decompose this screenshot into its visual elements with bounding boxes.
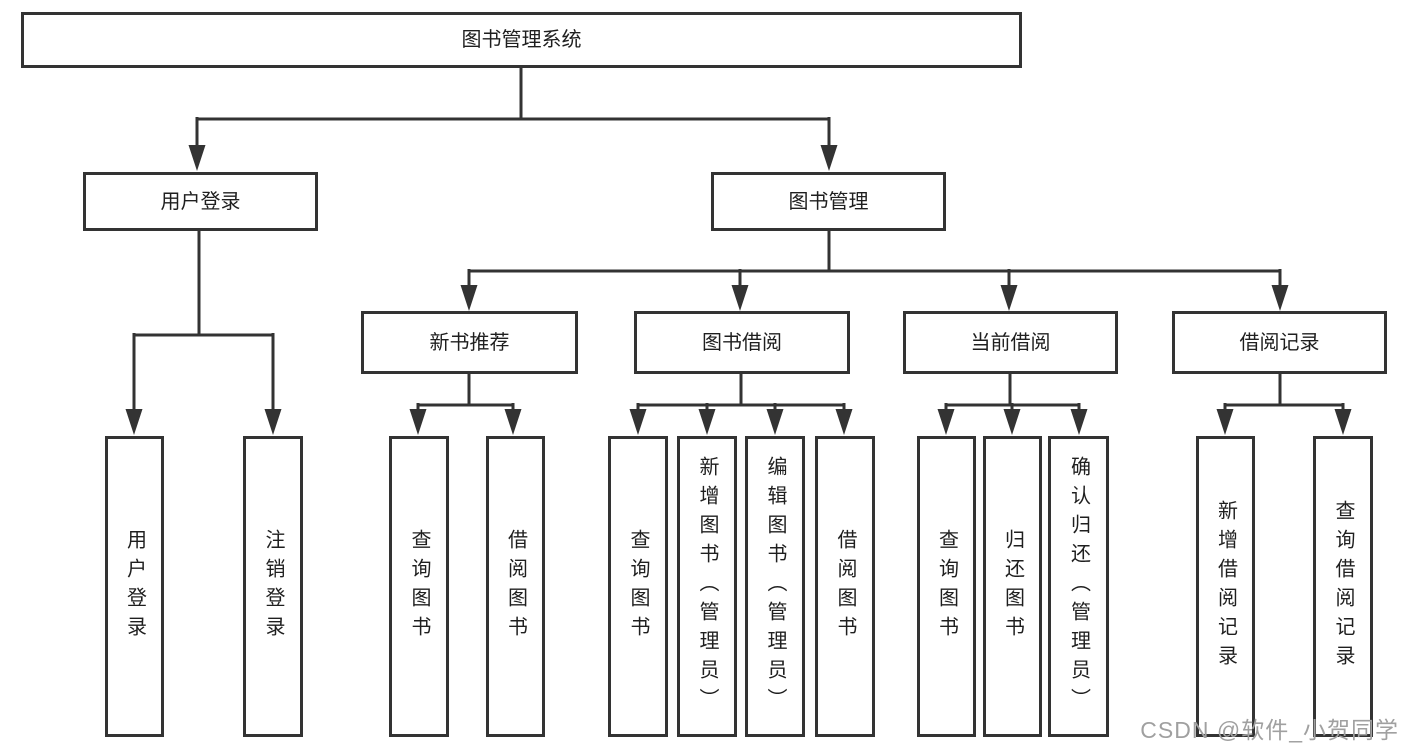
node-current-borrowing: 当前借阅 xyxy=(903,311,1118,374)
leaf-query-books-current: 查询图书 xyxy=(917,436,976,737)
node-borrowing-records: 借阅记录 xyxy=(1172,311,1387,374)
node-book-management: 图书管理 xyxy=(711,172,946,231)
leaf-query-borrow-record: 查询借阅记录 xyxy=(1313,436,1373,737)
leaf-query-books-borrowing: 查询图书 xyxy=(608,436,668,737)
node-book-borrowing: 图书借阅 xyxy=(634,311,850,374)
leaf-user-login: 用户登录 xyxy=(105,436,164,737)
arrowhead-icons xyxy=(125,145,1352,435)
node-new-book-recommendation: 新书推荐 xyxy=(361,311,578,374)
connector-lines xyxy=(132,68,1345,414)
leaf-return-books: 归还图书 xyxy=(983,436,1042,737)
node-root-system: 图书管理系统 xyxy=(21,12,1022,68)
leaf-add-borrow-record: 新增借阅记录 xyxy=(1196,436,1255,737)
leaf-confirm-return-admin: 确认归还（管理员） xyxy=(1048,436,1109,737)
node-user-login: 用户登录 xyxy=(83,172,318,231)
leaf-borrow-books-recommend: 借阅图书 xyxy=(486,436,545,737)
csdn-watermark: CSDN @软件_小贺同学 xyxy=(1140,717,1399,743)
leaf-logout: 注销登录 xyxy=(243,436,303,737)
leaf-query-books-recommend: 查询图书 xyxy=(389,436,449,737)
leaf-edit-books-admin: 编辑图书（管理员） xyxy=(745,436,805,737)
leaf-add-books-admin: 新增图书（管理员） xyxy=(677,436,737,737)
leaf-borrow-books: 借阅图书 xyxy=(815,436,875,737)
